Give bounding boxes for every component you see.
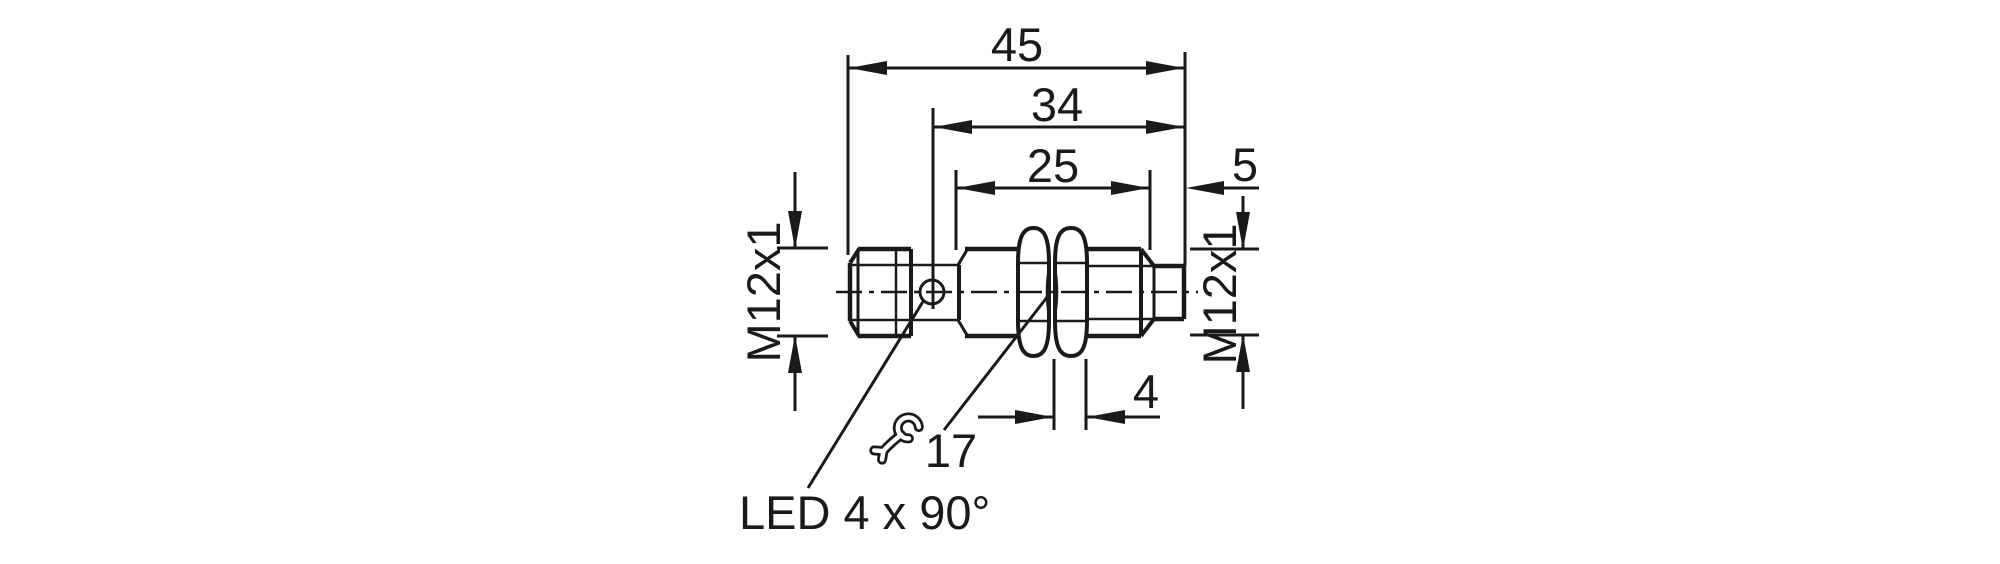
step-chamfer-top	[956, 249, 969, 266]
arrowhead-right	[1146, 61, 1184, 75]
thread-right-label: M12x1	[1193, 223, 1246, 364]
leader-line-led	[806, 299, 926, 489]
wrench-size-callout: 17	[869, 295, 1050, 477]
dim-25-value: 25	[1027, 139, 1079, 192]
dimension-34: 34	[931, 78, 1184, 309]
step-chamfer-bottom	[956, 319, 969, 336]
arrowhead-left	[957, 181, 995, 195]
leader-line-nut	[942, 295, 1050, 431]
hex-nut	[1016, 225, 1089, 359]
dim-4-value: 4	[1133, 365, 1159, 418]
led-callout: LED 4 x 90°	[739, 299, 990, 539]
dimension-5: 5	[1186, 138, 1259, 195]
arrowhead-down	[1236, 212, 1250, 250]
dimension-m12-left: M12x1	[737, 172, 828, 411]
connector-chamfer-bottom	[1139, 317, 1156, 338]
led-note: LED 4 x 90°	[739, 486, 990, 539]
dimension-4: 4	[978, 359, 1160, 430]
dimension-45: 45	[846, 18, 1187, 266]
sensor-body	[836, 225, 1198, 359]
dim-34-value: 34	[1031, 78, 1083, 131]
arrowhead-up	[1236, 334, 1250, 372]
arrowhead-left	[849, 61, 887, 75]
dimension-m12-right: M12x1	[1190, 196, 1259, 409]
arrowhead-right-pointing	[1015, 410, 1053, 424]
dim-5-value: 5	[1232, 138, 1258, 191]
connector-chamfer-top	[1139, 247, 1156, 268]
arrowhead-right	[1146, 120, 1184, 134]
dim-45-value: 45	[991, 18, 1043, 71]
arrowhead-up	[788, 335, 802, 373]
dimension-25: 25	[954, 139, 1152, 250]
thread-left-label: M12x1	[737, 221, 790, 362]
arrowhead-down	[788, 211, 802, 249]
arrowhead-left-pointing	[1087, 410, 1125, 424]
arrowhead-left	[934, 120, 972, 134]
wrench-size-value: 17	[925, 424, 977, 477]
wrench-icon	[869, 412, 924, 465]
arrowhead	[1186, 181, 1224, 195]
arrowhead-right	[1111, 181, 1149, 195]
